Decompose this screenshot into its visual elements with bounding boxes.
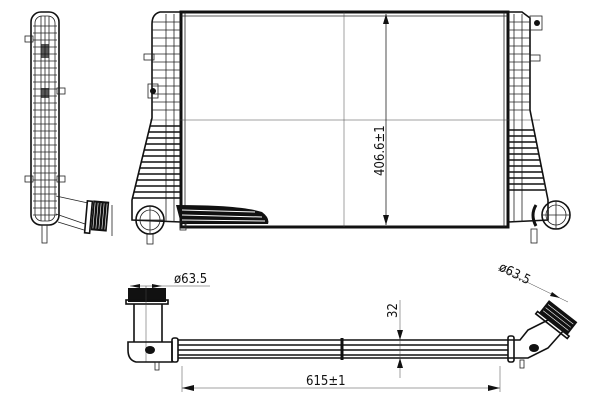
side-view xyxy=(24,11,113,244)
core-thickness-dimension: 32 xyxy=(386,303,401,318)
front-view: 406.6±1 xyxy=(131,10,571,245)
top-view: ø63.5 ø63.5 32 615±1 xyxy=(125,260,578,392)
right-inlet-diameter: ø63.5 xyxy=(496,260,532,288)
overall-length-dimension: 615±1 xyxy=(306,374,346,389)
left-inlet-diameter: ø63.5 xyxy=(174,272,207,287)
core-height-dimension: 406.6±1 xyxy=(373,125,388,176)
